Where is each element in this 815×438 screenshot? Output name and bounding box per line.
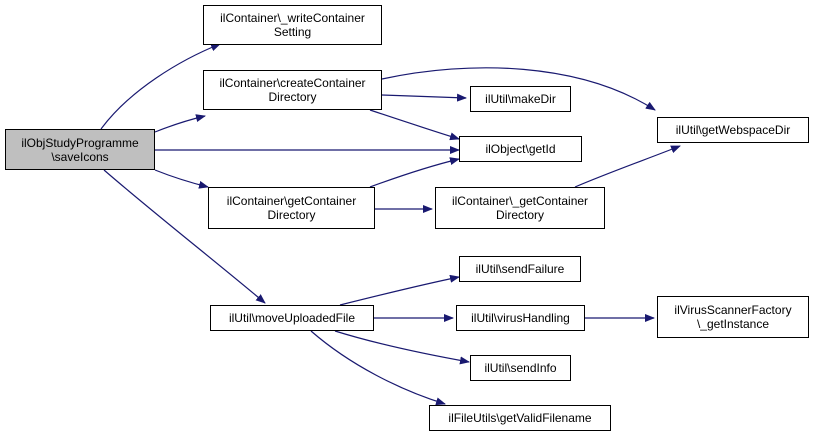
edge-root-to-create <box>154 114 206 133</box>
node-send-info[interactable]: ilUtil\sendInfo <box>470 355 571 381</box>
node-makedir-label: ilUtil\makeDir <box>485 92 556 106</box>
node-create-container-directory[interactable]: ilContainer\createContainer Directory <box>203 70 382 110</box>
node-write-line-2: Setting <box>273 25 312 39</box>
node-move-label: ilUtil\moveUploadedFile <box>228 311 356 325</box>
edge-move-to-sendinfo <box>334 330 470 365</box>
node-make-dir[interactable]: ilUtil\makeDir <box>470 86 571 112</box>
node-write-line-1: ilContainer\_writeContainer <box>220 11 365 25</box>
node-virus-scanner-get-instance[interactable]: ilVirusScannerFactory \_getInstance <box>657 296 809 338</box>
node-get-id[interactable]: ilObject\getId <box>459 136 582 162</box>
edge-create-to-makedir <box>381 93 467 102</box>
node-virus-label: ilUtil\virusHandling <box>471 311 570 325</box>
edge-create-to-webspace <box>381 67 656 111</box>
edge-move-to-sendfail <box>339 274 460 306</box>
node-create-line-1: ilContainer\createContainer <box>219 76 366 90</box>
edge-root-to-move <box>103 169 266 304</box>
node-validfn-label: ilFileUtils\getValidFilename <box>448 411 592 425</box>
node-webspace-label: ilUtil\getWebspaceDir <box>675 123 791 137</box>
node-underscore-get-container-directory[interactable]: ilContainer\_getContainer Directory <box>435 187 605 229</box>
node-create-line-2: Directory <box>268 90 317 104</box>
node-_getcont-line-2: Directory <box>495 208 544 222</box>
node-scanner-line-1: ilVirusScannerFactory <box>674 303 792 317</box>
node-root-line-2: \saveIcons <box>51 149 109 164</box>
node-getid-label: ilObject\getId <box>485 142 556 156</box>
edge-move-to-validfn <box>310 330 446 406</box>
node-get-webspace-dir[interactable]: ilUtil\getWebspaceDir <box>657 117 809 143</box>
edge-create-to-getid <box>369 109 460 141</box>
edge-getcont-to-getid <box>369 157 460 188</box>
node-sendfail-label: ilUtil\sendFailure <box>475 262 565 276</box>
node-_getcont-line-1: ilContainer\_getContainer <box>451 194 589 208</box>
node-write-container-setting[interactable]: ilContainer\_writeContainer Setting <box>203 5 382 45</box>
node-get-container-directory[interactable]: ilContainer\getContainer Directory <box>208 187 375 229</box>
node-getcont-line-1: ilContainer\getContainer <box>226 194 357 208</box>
node-virus-handling[interactable]: ilUtil\virusHandling <box>456 305 585 331</box>
node-send-failure[interactable]: ilUtil\sendFailure <box>459 256 581 282</box>
node-sendinfo-label: ilUtil\sendInfo <box>484 361 557 375</box>
edge-root-to-write <box>100 43 221 130</box>
edge-root-to-getcont <box>154 169 209 189</box>
node-move-uploaded-file[interactable]: ilUtil\moveUploadedFile <box>210 305 374 331</box>
node-get-valid-filename[interactable]: ilFileUtils\getValidFilename <box>429 405 611 431</box>
node-root: ilObjStudyProgramme \saveIcons <box>5 129 155 170</box>
node-getcont-line-2: Directory <box>267 208 316 222</box>
edge-_getcont-to-webspace <box>574 145 681 188</box>
node-scanner-line-2: \_getInstance <box>696 317 770 331</box>
node-root-line-1: ilObjStudyProgramme <box>21 135 139 150</box>
